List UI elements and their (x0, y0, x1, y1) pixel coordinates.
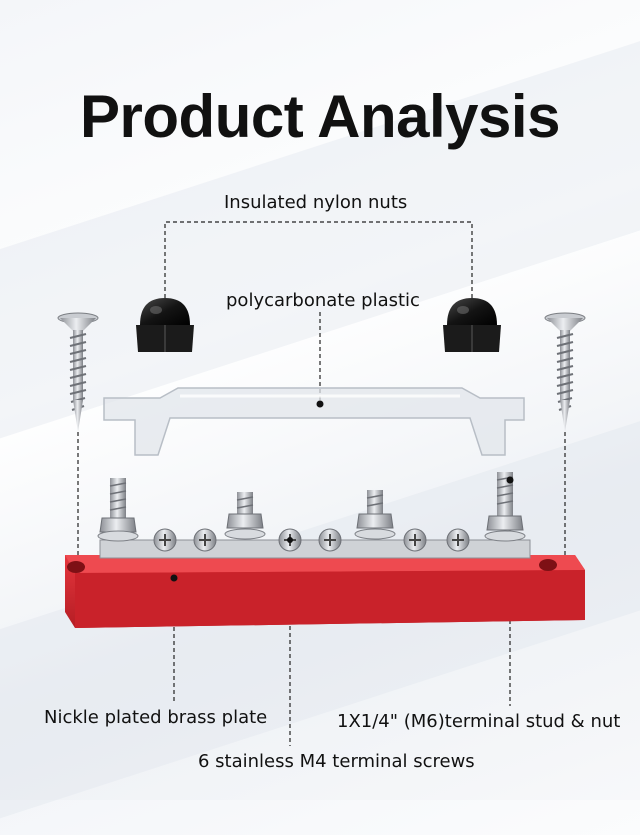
left-mounting-screw (57, 312, 99, 432)
polycarbonate-cover (103, 387, 525, 456)
red-bus-bar (65, 539, 585, 628)
left-nylon-nut (136, 298, 194, 352)
terminal-screws (153, 528, 470, 552)
label-brass-plate: Nickle plated brass plate (44, 707, 268, 728)
label-nylon-nuts: Insulated nylon nuts (224, 192, 408, 213)
label-terminal-stud: 1X1/4" (M6)terminal stud & nut (337, 711, 621, 732)
label-terminal-screws: 6 stainless M4 terminal screws (198, 751, 475, 772)
product-illustration (57, 221, 586, 746)
right-mounting-screw (544, 312, 586, 432)
terminal-studs (97, 472, 526, 542)
label-polycarbonate: polycarbonate plastic (226, 290, 420, 311)
right-nylon-nut (443, 298, 501, 352)
page-title: Product Analysis (80, 83, 560, 150)
